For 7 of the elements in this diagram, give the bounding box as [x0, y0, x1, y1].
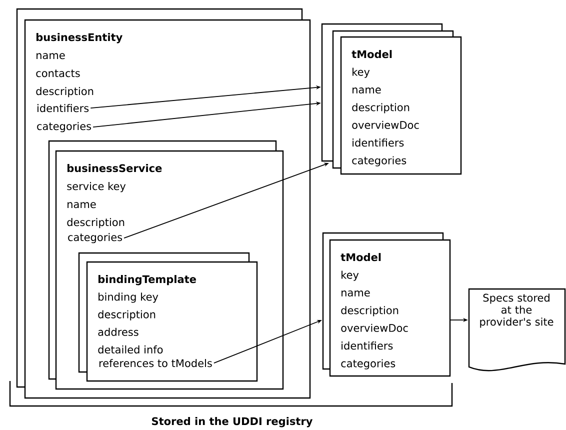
stacked-card: tModel key name description overviewDoc identifiers categories [321, 23, 462, 175]
field-text: categories [37, 122, 92, 132]
field-text: categories [68, 233, 122, 244]
stacked-card: tModel key name description overviewDoc identifiers categories [322, 232, 451, 377]
field-text: identifiers [38, 104, 89, 112]
bracket-label: Stored in the UDDI registry [152, 417, 313, 428]
field-text: references to tModels [99, 359, 212, 368]
